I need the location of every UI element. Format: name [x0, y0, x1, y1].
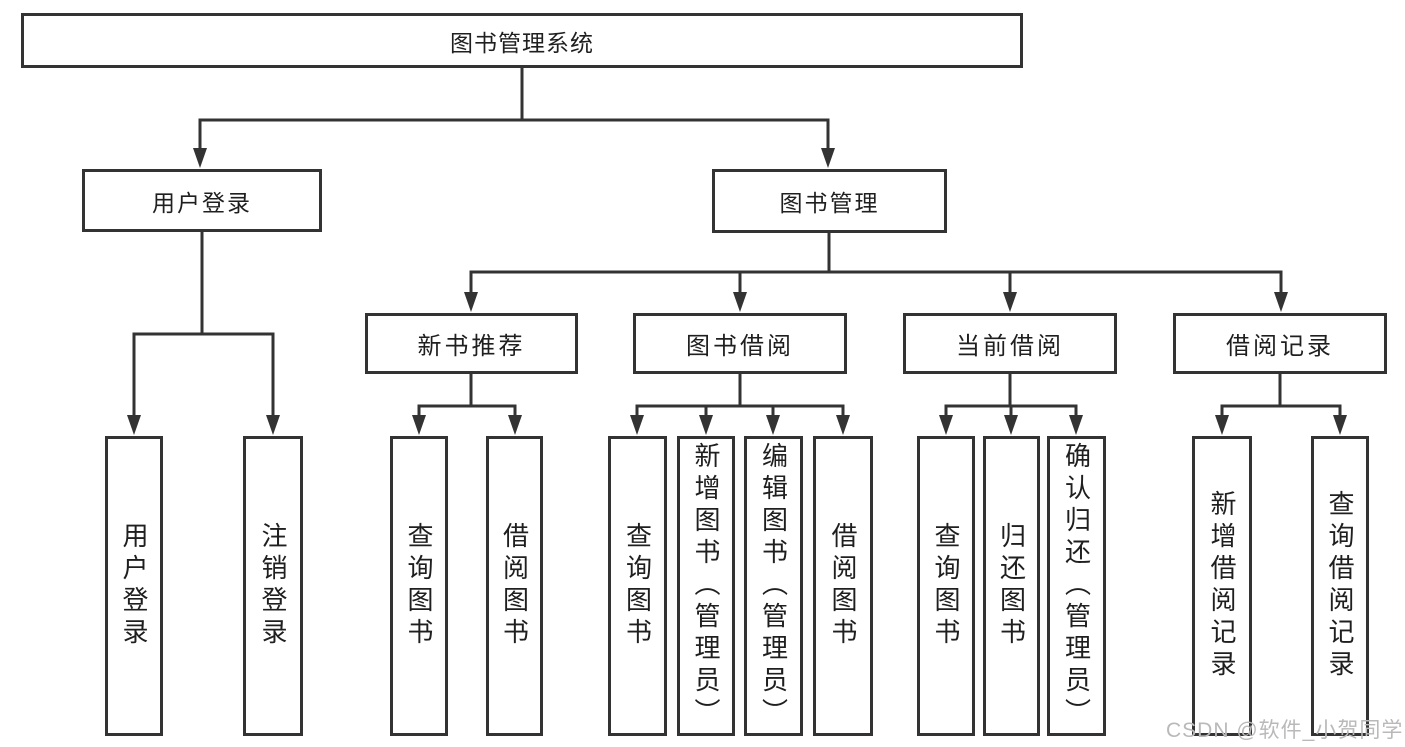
connector-root [193, 68, 835, 168]
node-borrowing-records: 借阅记录 [1173, 313, 1387, 374]
leaf-add-borrow-record-label: 新增借阅记录 [1207, 490, 1237, 682]
leaf-confirm-return-admin: 确认归还（管理员） [1047, 436, 1106, 736]
node-new-book-recommend: 新书推荐 [365, 313, 578, 374]
node-root-label: 图书管理系统 [450, 29, 594, 56]
leaf-edit-books-admin: 编辑图书（管理员） [744, 436, 803, 736]
connector-book-management [464, 233, 1288, 312]
node-user-login: 用户登录 [82, 169, 322, 232]
leaf-user-login: 用户登录 [105, 436, 163, 736]
leaf-edit-books-admin-label: 编辑图书（管理员） [758, 442, 789, 730]
leaf-return-books: 归还图书 [983, 436, 1040, 736]
leaf-query-books-current: 查询图书 [917, 436, 975, 736]
leaf-query-books-recommend: 查询图书 [390, 436, 448, 736]
leaf-logout: 注销登录 [243, 436, 303, 736]
connector-borrowing-records [1215, 374, 1347, 435]
leaf-logout-label: 注销登录 [258, 522, 288, 650]
node-book-borrowing: 图书借阅 [633, 313, 847, 374]
leaf-return-books-label: 归还图书 [996, 522, 1027, 650]
leaf-query-borrow-record: 查询借阅记录 [1311, 436, 1369, 736]
node-current-borrowing-label: 当前借阅 [956, 333, 1064, 360]
node-root: 图书管理系统 [21, 13, 1023, 68]
leaf-borrow-books-borrowing: 借阅图书 [813, 436, 873, 736]
leaf-borrow-books-recommend: 借阅图书 [486, 436, 543, 736]
leaf-query-borrow-record-label: 查询借阅记录 [1325, 490, 1355, 682]
leaf-query-books-borrowing: 查询图书 [608, 436, 667, 736]
node-new-book-recommend-label: 新书推荐 [417, 333, 526, 360]
leaf-query-books-borrowing-label: 查询图书 [622, 522, 653, 650]
leaf-confirm-return-admin-label: 确认归还（管理员） [1061, 442, 1092, 730]
leaf-borrow-books-borrowing-label: 借阅图书 [828, 522, 858, 650]
node-borrowing-records-label: 借阅记录 [1226, 333, 1334, 360]
leaf-add-books-admin: 新增图书（管理员） [677, 436, 735, 736]
node-current-borrowing: 当前借阅 [903, 313, 1117, 374]
node-book-management: 图书管理 [712, 169, 947, 233]
connector-user-login [127, 232, 280, 435]
leaf-query-books-current-label: 查询图书 [931, 522, 961, 650]
leaf-add-borrow-record: 新增借阅记录 [1192, 436, 1252, 736]
leaf-add-books-admin-label: 新增图书（管理员） [691, 442, 721, 730]
node-user-login-label: 用户登录 [152, 189, 252, 216]
node-book-management-label: 图书管理 [779, 190, 880, 216]
connector-book-borrowing [630, 374, 850, 435]
csdn-watermark: CSDN @软件_小贺同学 [1166, 719, 1404, 742]
leaf-borrow-books-recommend-label: 借阅图书 [499, 522, 530, 650]
connector-current-borrowing [939, 374, 1083, 435]
leaf-user-login-label: 用户登录 [119, 522, 149, 650]
leaf-query-books-recommend-label: 查询图书 [404, 522, 434, 650]
connector-new-book-recommend [412, 374, 522, 435]
node-book-borrowing-label: 图书借阅 [686, 333, 794, 360]
